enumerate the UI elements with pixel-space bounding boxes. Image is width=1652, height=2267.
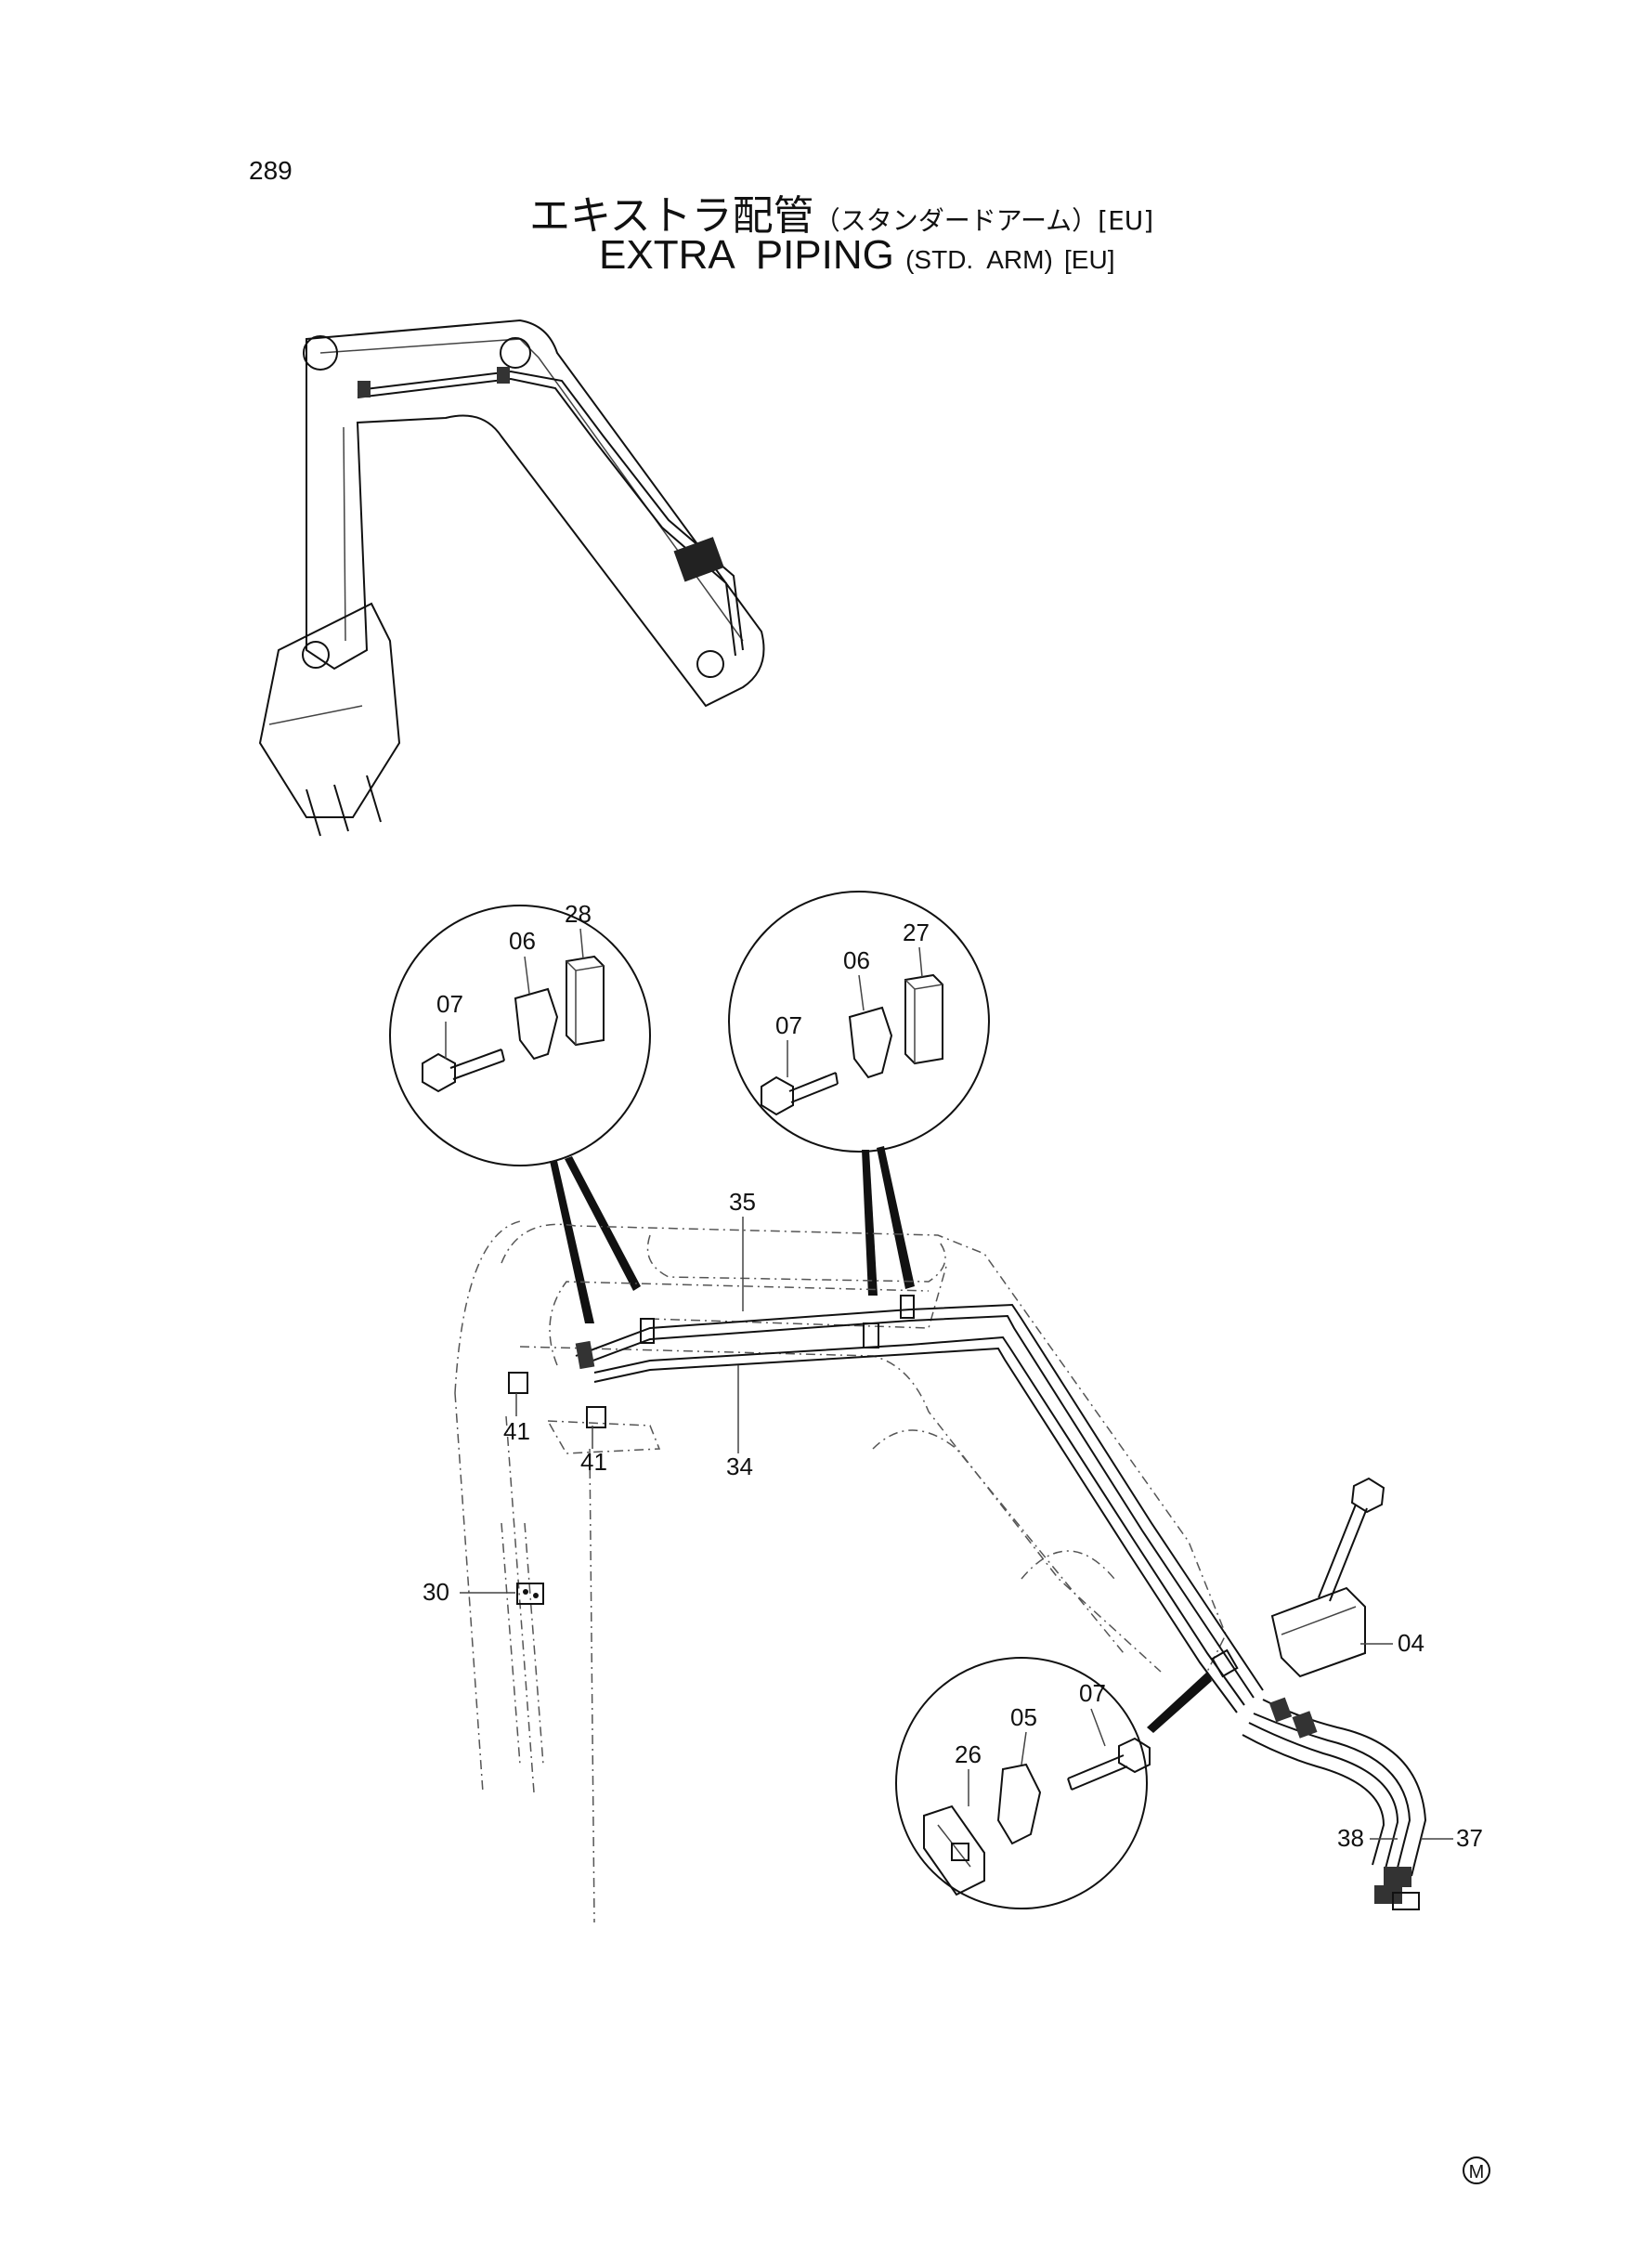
title-jp-main: エキストラ配管: [529, 192, 814, 240]
title-japanese: エキストラ配管（スタンダードアーム）[EU]: [529, 182, 1153, 241]
pointer-wedge-2b: [877, 1146, 915, 1289]
bolt-07-lower: [1067, 1737, 1151, 1791]
title-english: EXTRA PIPING (STD. ARM) [EU]: [599, 232, 1114, 279]
pointer-wedge-1a: [550, 1161, 594, 1323]
label-07-right: 07: [775, 1011, 802, 1039]
page-number: 289: [249, 156, 293, 185]
cover-04: [1270, 1477, 1385, 1678]
block-28: [566, 955, 605, 1047]
label-41b: 41: [580, 1448, 607, 1476]
label-37: 37: [1456, 1824, 1483, 1852]
label-35: 35: [729, 1188, 756, 1216]
label-38: 38: [1337, 1824, 1364, 1852]
block-27: [904, 973, 943, 1065]
bracket-26: [923, 1804, 985, 1896]
clamp-06-right: [848, 1006, 893, 1079]
detail-circle-clamp-right: [728, 891, 990, 1153]
corner-mark: M: [1463, 2156, 1490, 2184]
clamp-06-left: [514, 987, 559, 1061]
bolt-07-left: [422, 1049, 505, 1093]
label-26: 26: [955, 1740, 982, 1768]
pointer-wedge-2a: [862, 1150, 878, 1296]
label-07-left: 07: [436, 990, 463, 1018]
main-arm-drawing: [454, 1220, 1427, 1923]
label-06-left: 06: [509, 927, 536, 955]
detail-circle-clamp-left: [389, 905, 651, 1166]
clamp-05: [996, 1763, 1042, 1845]
overview-clamp-block: [673, 537, 724, 582]
label-04: 04: [1398, 1629, 1424, 1657]
hoses-37-38: [1242, 1697, 1427, 1910]
title-en-region: [EU]: [1064, 245, 1115, 274]
pointer-wedge-3: [1147, 1672, 1212, 1733]
detail-circle-bracket: [895, 1657, 1151, 1909]
label-30: 30: [423, 1578, 449, 1606]
bolt-07-right: [761, 1072, 839, 1116]
title-jp-region: [EU]: [1098, 205, 1154, 236]
title-en-sub: (STD. ARM): [905, 245, 1053, 274]
label-41a: 41: [503, 1417, 530, 1445]
fitting-41a: [508, 1372, 528, 1394]
label-34: 34: [726, 1453, 753, 1480]
overview-arm-drawing: [258, 319, 765, 837]
label-27: 27: [903, 919, 930, 946]
pointer-wedge-1b: [565, 1156, 641, 1291]
label-28: 28: [565, 900, 592, 928]
label-07-lower: 07: [1079, 1679, 1106, 1707]
title-en-main: EXTRA PIPING: [599, 232, 894, 278]
label-06-right: 06: [843, 946, 870, 974]
clamp-30: [516, 1583, 544, 1605]
title-jp-sub: （スタンダードアーム）: [813, 205, 1099, 236]
fitting-41b: [586, 1406, 606, 1428]
label-05: 05: [1010, 1703, 1037, 1731]
